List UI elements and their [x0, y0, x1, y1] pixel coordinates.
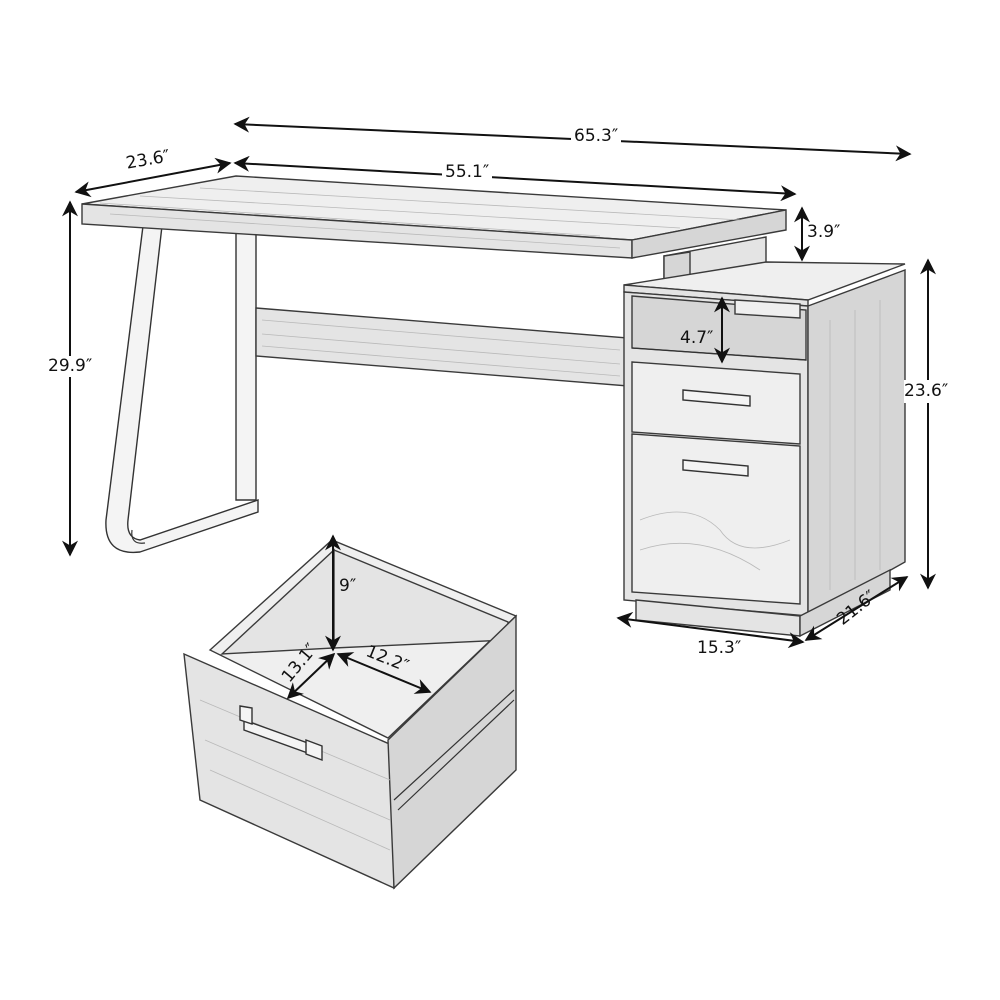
- dim-arrow-cabinet-depth: [804, 576, 909, 641]
- label-overall-width: 65.3″: [571, 128, 622, 145]
- detached-file-drawer: [183, 539, 518, 890]
- dim-arrow-desktop-width: [233, 155, 797, 202]
- stretcher-bar: [255, 307, 629, 387]
- metal-frame-leg: [105, 225, 259, 554]
- top-drawer-handle: [682, 389, 751, 407]
- dim-arrow-drawer-depth: [336, 652, 432, 694]
- label-desk-height: 29.9″: [48, 356, 93, 377]
- label-cabinet-height: 23.6″: [904, 380, 949, 403]
- dim-arrow-cabinet-width: [616, 611, 805, 649]
- file-cabinet: [623, 261, 906, 638]
- label-desktop-width: 55.1″: [442, 164, 493, 181]
- desktop: [81, 175, 787, 291]
- dim-arrow-drawer-width: [286, 652, 336, 700]
- dim-arrow-desktop-depth: [74, 157, 232, 198]
- label-top-gap: 3.9″: [807, 222, 841, 242]
- file-drawer-handle: [682, 459, 749, 477]
- label-drawer-height: 9″: [339, 576, 357, 596]
- label-cabinet-width: 15.3″: [697, 638, 742, 658]
- file-drawer: [631, 433, 801, 605]
- label-shelf-height: 4.7″: [680, 328, 714, 348]
